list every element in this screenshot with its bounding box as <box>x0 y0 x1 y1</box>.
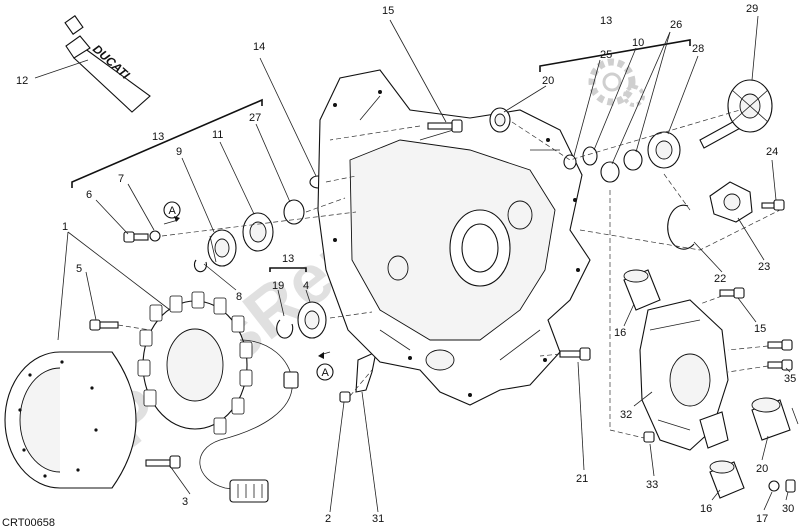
hose-fitting-20 <box>751 397 791 441</box>
label-11: 11 <box>212 129 223 141</box>
cover-bolt-holes <box>18 360 98 478</box>
label-32: 30 <box>782 503 794 515</box>
circlip-8 <box>193 259 207 273</box>
assembly-lines <box>117 109 781 439</box>
bolt-3 <box>145 455 181 469</box>
label-6: 6 <box>86 189 92 201</box>
generator-cover <box>4 351 137 489</box>
washer-26b <box>623 149 643 171</box>
ref-marker-a-top-text: A <box>169 205 177 217</box>
hose-fitting-16-bottom <box>709 460 745 499</box>
label-19: 21 <box>576 473 588 485</box>
shim-27 <box>283 199 305 225</box>
bolt-19 <box>559 347 591 361</box>
bolt-24 <box>761 199 785 211</box>
label-30: 31 <box>372 513 384 525</box>
ref-marker-a-bottom: A <box>316 351 334 381</box>
label-13-bearing: 13 <box>282 253 294 265</box>
group-bracket-left <box>71 98 263 188</box>
pump-shaft-29 <box>699 79 773 149</box>
stator-assembly <box>137 291 299 503</box>
bolt-5 <box>89 319 119 331</box>
ref-marker-a-bottom-text: A <box>322 367 330 379</box>
crankcase-cover <box>317 69 591 406</box>
label-16-top: 16 <box>614 327 626 339</box>
label-23: 23 <box>758 261 770 273</box>
label-29: 29 <box>746 3 758 15</box>
cover-23 <box>709 181 753 223</box>
washer-25 <box>563 154 577 170</box>
label-5: 5 <box>76 263 82 275</box>
o-ring-22 <box>667 204 695 250</box>
label-35: 35 <box>784 373 796 385</box>
group-bracket-top-right <box>539 39 691 72</box>
label-1: 1 <box>62 221 68 233</box>
label-24: 24 <box>766 146 778 158</box>
gear-watermark-icon <box>588 58 645 107</box>
label-21: 17 <box>756 513 768 525</box>
label-7: 7 <box>118 173 124 185</box>
impeller-28 <box>647 131 681 169</box>
grommet-18 <box>489 107 511 133</box>
label-18: 20 <box>542 75 554 87</box>
label-8: 8 <box>236 291 242 303</box>
label-2: 2 <box>325 513 331 525</box>
bolt-32 <box>785 479 796 493</box>
label-25: 25 <box>600 49 612 61</box>
label-4: 4 <box>303 280 309 292</box>
bolt-35a <box>767 339 793 351</box>
bearing-4 <box>297 301 327 339</box>
label-15-right: 15 <box>754 323 766 335</box>
bolt-2 <box>339 391 351 403</box>
pump-cover-31 <box>639 299 729 451</box>
bearing-11 <box>242 212 274 252</box>
dowel-33 <box>643 431 655 443</box>
bearing-9 <box>207 229 237 267</box>
bolt-35b <box>767 359 793 371</box>
bolt-15-right <box>719 287 745 299</box>
bracket-30 <box>355 351 377 393</box>
washer-21 <box>768 480 780 492</box>
leader-lines <box>34 15 799 513</box>
bolt-15-top <box>427 119 463 133</box>
callout-labels: 12 13 9 11 27 14 6 7 1 5 8 13 19 4 3 2 3… <box>16 3 796 525</box>
label-27: 27 <box>249 112 261 124</box>
label-17: 19 <box>272 280 284 292</box>
label-13-right: 13 <box>600 15 612 27</box>
washer-26a <box>600 161 620 183</box>
label-22: 22 <box>714 273 726 285</box>
label-9: 9 <box>176 146 182 158</box>
sealant-tube: DUCATI <box>64 15 151 113</box>
label-28: 28 <box>692 43 704 55</box>
label-16-bottom: 16 <box>700 503 712 515</box>
circlip-17 <box>276 319 294 339</box>
label-20: 20 <box>756 463 768 475</box>
o-ring-10 <box>582 146 598 166</box>
drawing-code: CRT00658 <box>2 517 55 529</box>
label-13-left: 13 <box>152 131 164 143</box>
label-10: 10 <box>632 37 644 49</box>
hose-fitting-16-top <box>623 269 661 311</box>
bolt-6 <box>123 231 149 243</box>
label-15-top: 15 <box>382 5 394 17</box>
label-12: 12 <box>16 75 28 87</box>
label-26: 26 <box>670 19 682 31</box>
label-33: 33 <box>646 479 658 491</box>
group-bracket-bearing <box>269 267 307 272</box>
label-14: 14 <box>253 41 265 53</box>
label-31: 32 <box>620 409 632 421</box>
label-3: 3 <box>182 496 188 508</box>
ref-marker-a-top: A <box>163 201 181 225</box>
washer-7 <box>149 230 161 242</box>
